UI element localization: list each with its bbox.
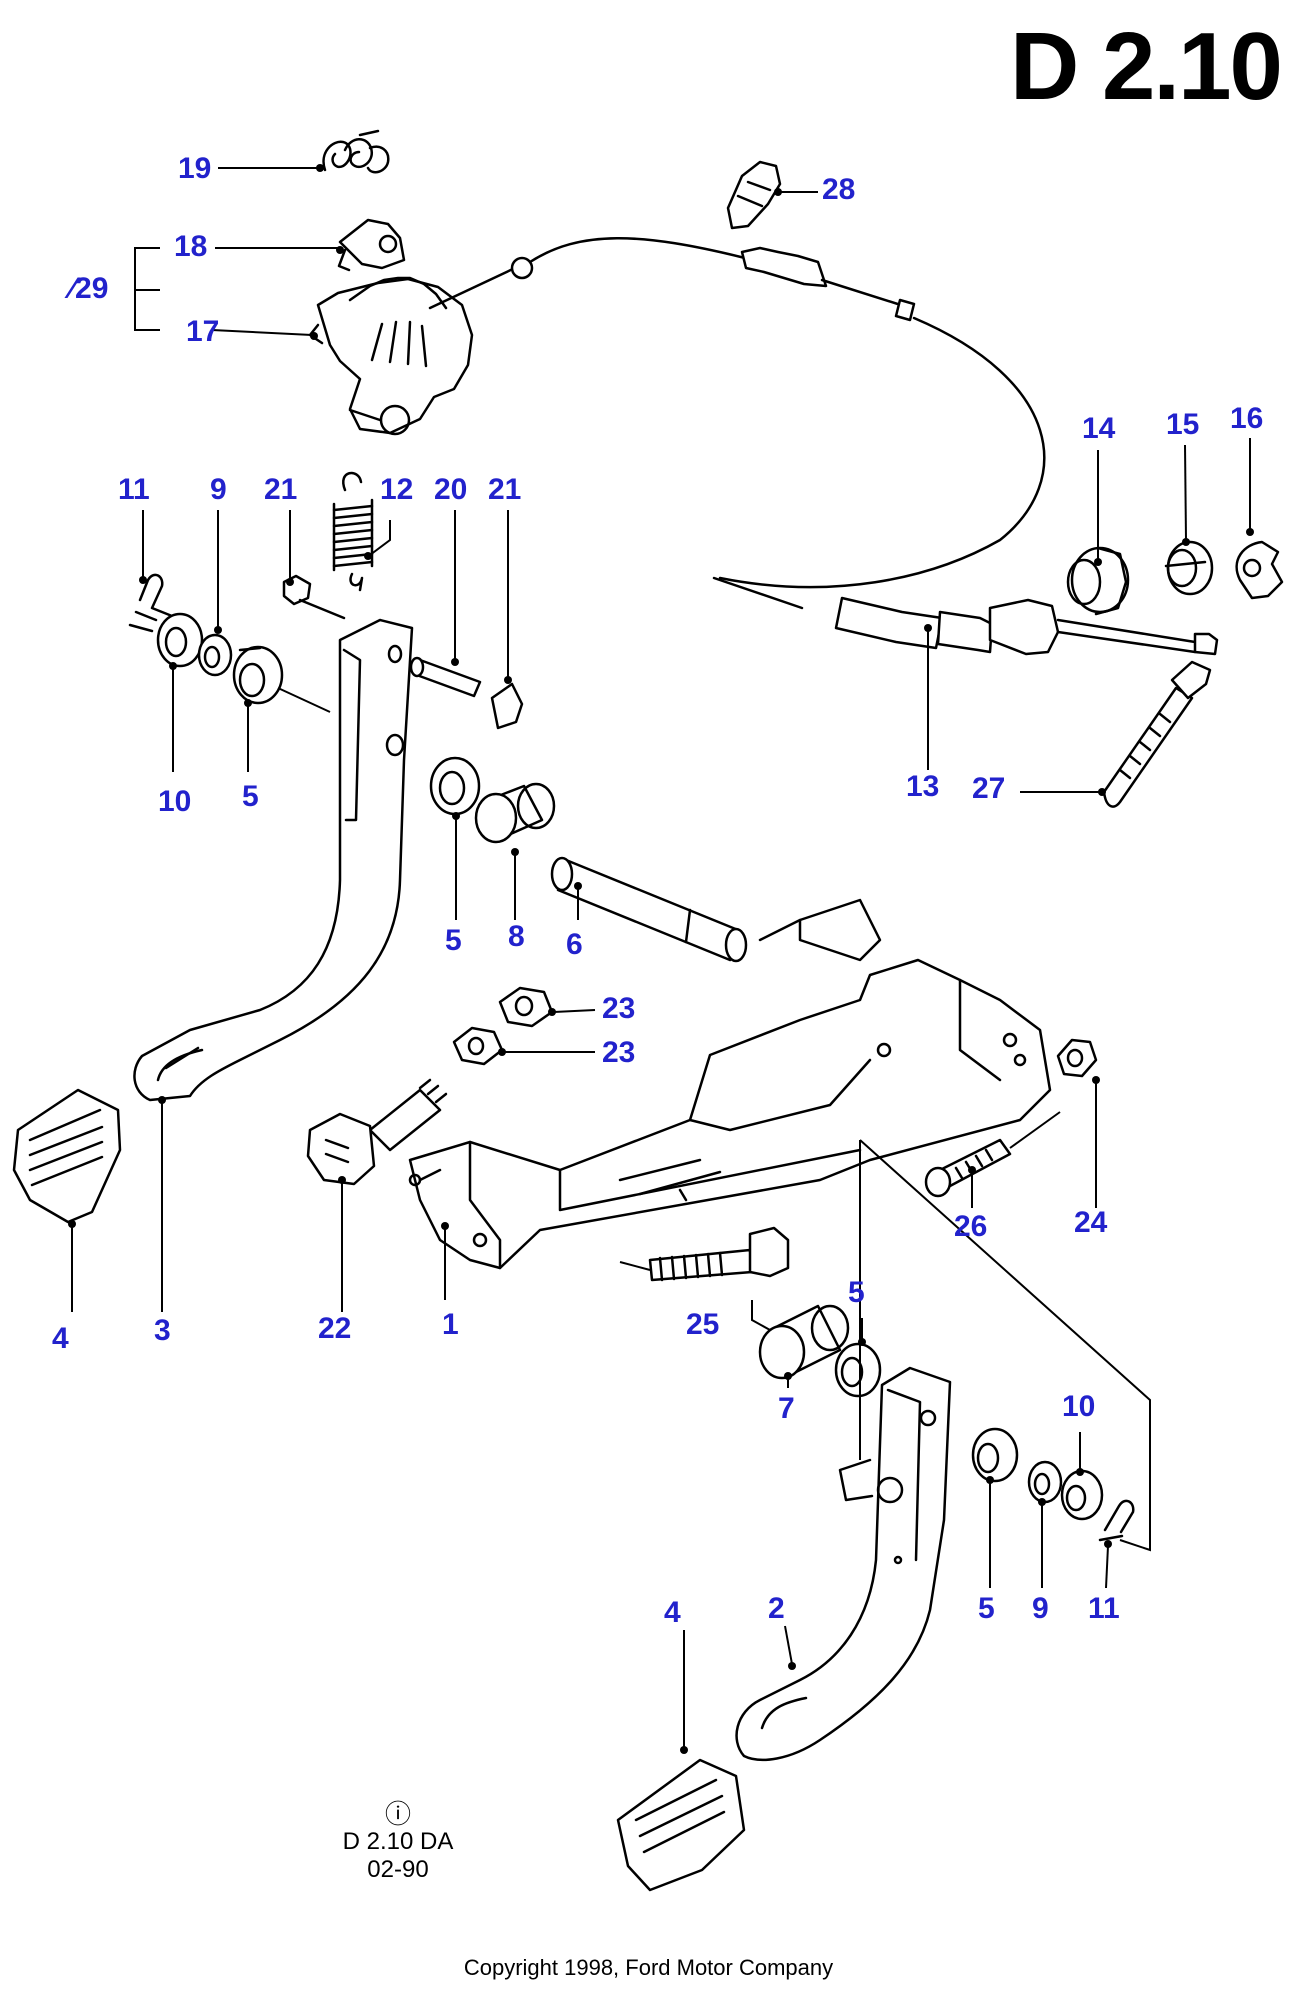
callout-5-lower-left: 5 [848,1276,865,1309]
part-9-washer-lower [1027,1460,1063,1504]
part-17-ratchet-quadrant [308,276,474,436]
part-20-pivot-pin [409,656,482,698]
callout-9-lower: 9 [1032,1592,1049,1625]
part-4-pedal-pad-right [616,1758,746,1892]
part-5-bush-upper-left [232,645,284,705]
callout-18: 18 [174,230,208,263]
part-16-clip [1235,540,1284,600]
part-14-grommet [1066,546,1130,616]
drawing-ref-date: 02-90 [367,1856,429,1883]
callout-5-upper: 5 [242,780,259,813]
part-23-nut-upper [498,986,554,1028]
callout-6: 6 [566,928,583,961]
assembly-line-b [859,1139,1151,1552]
callout-19: 19 [178,152,212,185]
part-11-clip-upper [128,573,174,633]
callout-4-left: 4 [52,1322,69,1355]
part-11-clip-lower [1098,1499,1135,1542]
callout-9-upper: 9 [210,473,227,506]
part-21-clip-right [490,682,524,730]
part-25-bolt [619,1226,790,1282]
callout-2: 2 [768,1592,785,1625]
part-28-cable-retainer [726,160,782,230]
part-26-bolt [924,1111,1061,1198]
part-24-nut [1056,1038,1098,1078]
page-code: D 2.10 [1010,13,1283,120]
part-19-spring-clip [322,129,390,174]
part-22-adjuster [306,1078,448,1186]
part-23-nut-lower [452,1026,504,1066]
callout-14: 14 [1082,412,1116,445]
callout-8: 8 [508,920,525,953]
callout-27: 27 [972,772,1006,805]
part-5-bush-lower-right [971,1427,1019,1483]
callout-16: 16 [1230,402,1264,435]
callout-20: 20 [434,473,468,506]
callout-23-upper: 23 [602,992,636,1025]
copyright-notice: Copyright 1998, Ford Motor Company [463,1955,834,1980]
callout-10-upper: 10 [158,785,192,818]
assembly-line-a [277,687,331,713]
callout-13: 13 [906,770,940,803]
callout-7: 7 [778,1392,795,1425]
info-circle-icon: ⓘ [384,1799,411,1829]
callout-4-right: 4 [664,1596,681,1629]
part-9-washer-upper [197,633,233,677]
assembly-line-c [751,1300,771,1331]
callout-5-middle: 5 [445,924,462,957]
part-2-brake-pedal [735,1366,952,1762]
part-1-pedal-bracket [408,898,1052,1270]
callout-5-lower-right: 5 [978,1592,995,1625]
callout-23-lower: 23 [602,1036,636,1069]
part-10-washer-upper [156,612,204,668]
part-5-bush-middle [429,756,481,816]
part-5-bush-lower-left [834,1342,882,1398]
callout-21-left: 21 [264,473,298,506]
callout-22: 22 [318,1312,352,1345]
callout-3: 3 [154,1314,171,1347]
callout-26: 26 [954,1210,988,1243]
strike-icon: ⁄ [70,272,76,305]
callout-12: 12 [380,473,414,506]
part-10-washer-lower [1060,1469,1104,1521]
part-6-pivot-shaft [550,856,748,963]
callout-28: 28 [822,173,856,206]
part-8-bush [474,782,556,844]
callout-17: 17 [186,315,220,348]
callout-21-right: 21 [488,473,522,506]
drawing-ref-code: D 2.10 DA [342,1828,454,1855]
part-4-pedal-pad-left [12,1088,122,1224]
callout-29: ⁄29 [70,272,109,305]
callout-10-lower: 10 [1062,1390,1096,1423]
callout-1: 1 [442,1308,459,1341]
part-27-cable-tie [1102,660,1212,808]
callout-24: 24 [1074,1206,1108,1239]
part-12-return-spring [332,471,374,592]
part-7-bush [758,1304,850,1380]
callout-15: 15 [1166,408,1200,441]
part-15-ring [1164,540,1214,596]
leader-lines [68,164,1254,1754]
callout-11-lower: 11 [1088,1592,1120,1625]
callout-11-upper: 11 [118,473,150,506]
drawing-reference: ⓘ D 2.10 DA 02-90 [338,1800,458,1884]
part-3-clutch-pedal [133,618,414,1102]
part-18-bracket [337,218,406,272]
part-13-clutch-cable [428,237,1219,656]
callout-25: 25 [686,1308,720,1341]
